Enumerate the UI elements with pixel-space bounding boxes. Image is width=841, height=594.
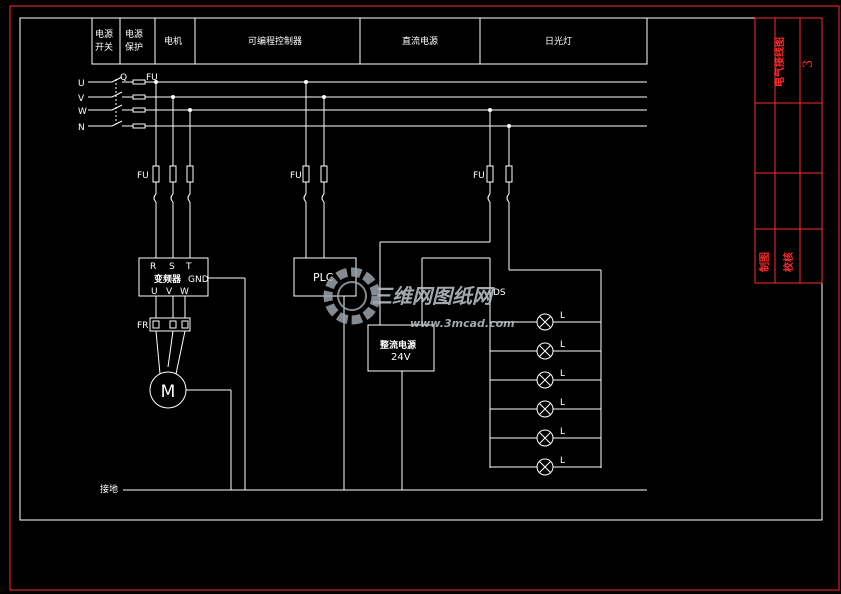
inverter-gnd: GND xyxy=(188,275,209,285)
lamp-4: L xyxy=(490,398,601,418)
outer-frame xyxy=(9,5,840,591)
dc-supply-label: 整流电源 xyxy=(379,339,416,351)
lamp-fuse-label: FU xyxy=(473,171,485,181)
title-sheet-number: 3 xyxy=(801,60,816,68)
lamp-icon xyxy=(536,313,554,331)
lamp-icon xyxy=(536,342,554,360)
lamp-2: L xyxy=(490,340,601,360)
lamp-icon xyxy=(536,400,554,418)
lamp-icon xyxy=(536,429,554,447)
lamp-icon xyxy=(536,458,554,476)
lamp-icon xyxy=(536,371,554,389)
inverter-r: R xyxy=(150,262,156,272)
thermal-relay-label: FR xyxy=(137,321,148,331)
header-power-protection-line2: 保护 xyxy=(125,41,143,53)
title-checked-by: 校核 xyxy=(782,252,795,272)
phase-n: N xyxy=(78,123,85,133)
lamp-branch xyxy=(367,108,602,490)
lamp-cross xyxy=(539,316,551,328)
gear-icon xyxy=(323,267,381,325)
bus-fuse-label: FU xyxy=(146,73,158,83)
header-motor: 电机 xyxy=(164,35,182,47)
lamp-label: L xyxy=(560,311,565,321)
ds-label: DS xyxy=(493,288,506,298)
header-dc-power: 直流电源 xyxy=(402,35,438,47)
supply-bus xyxy=(88,76,647,129)
switch-q-label: Q xyxy=(120,73,127,83)
lamp-label: L xyxy=(560,427,565,437)
header-power-switch-line2: 开关 xyxy=(95,41,113,53)
title-drawing-name: 电气接线图 xyxy=(773,37,786,87)
header-power-switch-line1: 电源 xyxy=(95,28,113,40)
phase-u: U xyxy=(78,79,85,89)
header-power-protection-line1: 电源 xyxy=(125,28,143,40)
inverter-w: W xyxy=(180,287,189,297)
phase-w: W xyxy=(78,107,87,117)
lamp-3: L xyxy=(490,369,601,389)
lamp-cross xyxy=(539,461,551,473)
watermark-url: www.3mcad.com xyxy=(410,317,515,330)
inverter-u: U xyxy=(151,287,158,297)
dc-voltage-label: 24V xyxy=(391,352,411,363)
inverter-s: S xyxy=(169,262,175,272)
motor-branch xyxy=(138,80,246,490)
inverter-v: V xyxy=(166,287,173,297)
lamp-group: L L L L L L xyxy=(490,311,601,476)
header-fluorescent-lamp: 日光灯 xyxy=(545,35,572,47)
inverter-label: 变频器 xyxy=(154,273,182,285)
watermark-brand: 三维网图纸网 xyxy=(372,284,495,308)
watermark: 三维网图纸网 www.3mcad.com xyxy=(323,267,515,330)
lamp-label: L xyxy=(560,456,565,466)
phase-v: V xyxy=(78,94,85,104)
title-drawn-by: 制图 xyxy=(758,252,771,272)
lamp-cross xyxy=(539,374,551,386)
plc-branch xyxy=(293,80,357,490)
header-table xyxy=(91,17,648,65)
lamp-cross xyxy=(539,345,551,357)
inverter-t: T xyxy=(185,262,192,272)
title-block xyxy=(754,17,823,284)
ground-label: 接地 xyxy=(100,483,118,495)
lamp-label: L xyxy=(560,340,565,350)
header-plc: 可编程控制器 xyxy=(248,35,302,47)
lamp-6: L xyxy=(490,456,601,476)
lamp-label: L xyxy=(560,369,565,379)
lamp-label: L xyxy=(560,398,565,408)
lamp-cross xyxy=(539,432,551,444)
motor-fuse-label: FU xyxy=(137,171,149,181)
plc-fuse-label: FU xyxy=(290,171,302,181)
lamp-cross xyxy=(539,403,551,415)
motor-symbol: M xyxy=(161,382,176,402)
lamp-5: L xyxy=(490,427,601,447)
lamp-1: L xyxy=(490,311,601,331)
drawing-frame xyxy=(19,17,823,521)
